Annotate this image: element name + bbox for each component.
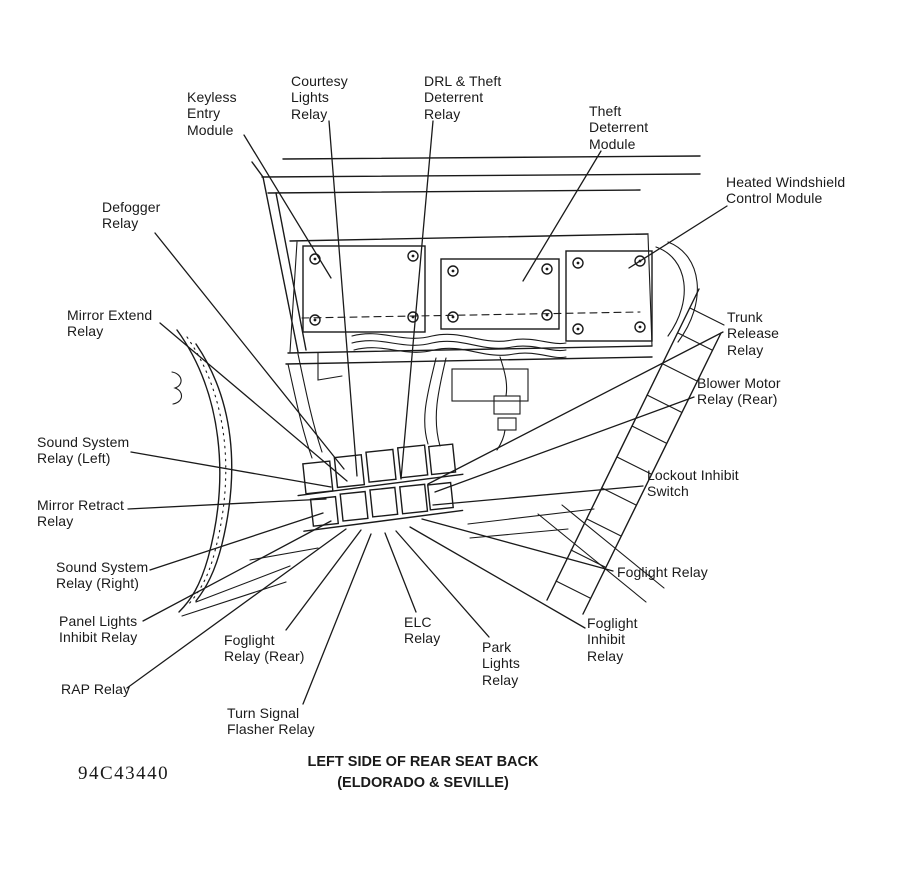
- wheel-house-panel: [171, 329, 319, 617]
- leader-elc-relay: [384, 532, 417, 613]
- leader-rap-relay: [126, 528, 347, 689]
- label-sound-system-relay-left: Sound System Relay (Left): [37, 434, 130, 467]
- leader-drl-theft-deterrent-relay: [400, 120, 434, 480]
- leader-defogger-relay: [154, 232, 345, 470]
- label-sound-system-relay-right: Sound System Relay (Right): [56, 559, 149, 592]
- label-keyless-entry-module: Keyless Entry Module: [187, 89, 237, 138]
- theft-deterrent-module-box: [440, 258, 560, 330]
- leader-blower-motor-relay-rear: [434, 396, 695, 493]
- caption-line-1: LEFT SIDE OF REAR SEAT BACK: [307, 754, 539, 770]
- leader-panel-lights-inhibit-relay: [142, 520, 332, 622]
- seat-back-frame: [467, 288, 725, 615]
- leader-turn-signal-flasher-relay: [302, 533, 372, 705]
- label-defogger-relay: Defogger Relay: [102, 199, 161, 232]
- heated-windshield-control-module-box: [565, 241, 698, 343]
- label-rap-relay: RAP Relay: [61, 681, 131, 697]
- leader-theft-deterrent-module: [522, 150, 602, 282]
- leader-courtesy-lights-relay: [328, 120, 358, 477]
- label-foglight-relay-rear: Foglight Relay (Rear): [224, 632, 305, 665]
- label-foglight-inhibit-relay: Foglight Inhibit Relay: [587, 615, 638, 664]
- label-blower-motor-relay-rear: Blower Motor Relay (Rear): [697, 375, 781, 408]
- leader-foglight-relay: [421, 518, 614, 572]
- label-heated-windshield-control-module: Heated Windshield Control Module: [726, 174, 846, 207]
- label-elc-relay: ELC Relay: [404, 614, 441, 647]
- leader-trunk-release-relay: [427, 331, 724, 485]
- leader-lines: [126, 120, 728, 705]
- label-park-lights-relay: Park Lights Relay: [482, 639, 520, 688]
- leader-park-lights-relay: [395, 530, 490, 638]
- keyless-entry-module-box: [302, 245, 426, 381]
- leader-foglight-inhibit-relay: [409, 526, 586, 629]
- relay-bank: [297, 443, 464, 532]
- label-mirror-extend-relay: Mirror Extend Relay: [67, 307, 153, 340]
- leader-mirror-extend-relay: [159, 322, 348, 482]
- label-courtesy-lights-relay: Courtesy Lights Relay: [291, 73, 348, 122]
- package-shelf-structure: [251, 155, 701, 365]
- label-drl-theft-deterrent-relay: DRL & Theft Deterrent Relay: [424, 73, 502, 122]
- figure-part-number: 94C43440: [78, 763, 170, 784]
- leader-mirror-retract-relay: [127, 498, 327, 510]
- label-foglight-relay: Foglight Relay: [617, 564, 708, 580]
- caption-line-2: (ELDORADO & SEVILLE): [337, 775, 509, 792]
- label-panel-lights-inhibit-relay: Panel Lights Inhibit Relay: [59, 613, 138, 646]
- leader-sound-system-relay-left: [130, 451, 332, 488]
- leader-keyless-entry-module: [243, 134, 332, 279]
- leader-heated-windshield-control-module: [628, 205, 728, 269]
- leader-foglight-relay-rear: [285, 529, 362, 631]
- label-trunk-release-relay: Trunk Release Relay: [727, 309, 780, 358]
- label-theft-deterrent-module: Theft Deterrent Module: [589, 103, 649, 152]
- wiring-harness: [287, 333, 567, 459]
- label-lockout-inhibit-switch: Lockout Inhibit Switch: [647, 467, 739, 500]
- leader-lockout-inhibit-switch: [432, 485, 644, 506]
- label-mirror-retract-relay: Mirror Retract Relay: [37, 497, 124, 530]
- leader-sound-system-relay-right: [149, 512, 324, 571]
- figure-caption: LEFT SIDE OF REAR SEAT BACK (ELDORADO & …: [258, 752, 588, 794]
- label-turn-signal-flasher-relay: Turn Signal Flasher Relay: [227, 705, 315, 738]
